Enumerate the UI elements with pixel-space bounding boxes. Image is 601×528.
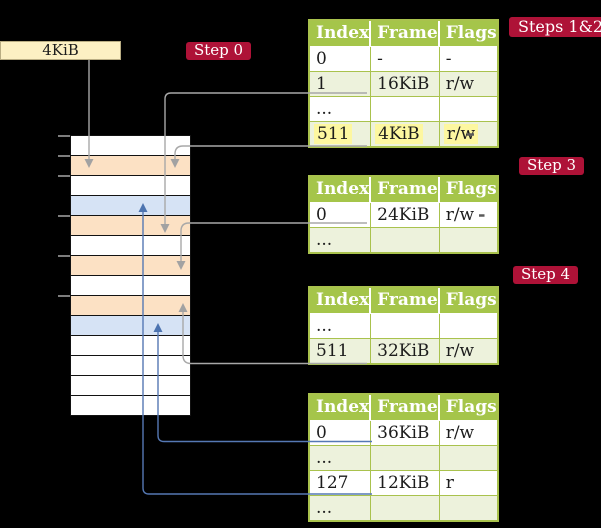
table-row: 0 - -	[310, 47, 497, 71]
page-table-level1: Index Frame Flags 0 36KiB r/w ... 127 12…	[308, 393, 499, 522]
arrow-l4-entry511-to-frame4	[174, 145, 367, 160]
col-header-frame: Frame	[371, 288, 440, 314]
memory-frame-row-white	[71, 396, 190, 415]
cell-frame: 12KiB	[371, 470, 440, 495]
cell-frame	[371, 495, 440, 520]
cell-flags: r/w	[439, 203, 497, 227]
table-row: ...	[310, 96, 497, 121]
steps-1-2-badge: Steps 1&2	[509, 17, 601, 37]
col-header-index: Index	[310, 288, 372, 314]
memory-frame-row-peach	[71, 296, 190, 316]
cell-flags	[439, 96, 497, 121]
col-header-flags: Flags	[439, 395, 497, 421]
cell-frame: 24KiB	[371, 203, 440, 227]
page-table-level2: Index Frame Flags ... 511 32KiB r/w	[308, 286, 499, 365]
cell-flags: r/w	[439, 338, 497, 363]
cell-flags: r	[439, 470, 497, 495]
page-table-level3: Index Frame Flags 0 24KiB r/w ...	[308, 175, 499, 254]
page-table-level4: Index Frame Flags 0 - - 1 16KiB r/w ...	[308, 19, 499, 148]
table-row: 127 12KiB r	[310, 470, 497, 495]
cell-index: 511	[310, 338, 372, 363]
col-header-flags: Flags	[439, 177, 497, 203]
memory-offset-ticks	[58, 135, 70, 297]
cell-frame	[371, 314, 440, 338]
cell-flags: r/w	[439, 421, 497, 445]
col-header-index: Index	[310, 177, 372, 203]
col-header-index: Index	[310, 395, 372, 421]
table-row: ...	[310, 314, 497, 338]
frame-size-label: 4KiB	[42, 41, 79, 59]
cell-flags	[439, 445, 497, 470]
step-0-badge: Step 0	[186, 42, 252, 60]
table-row: 1 16KiB r/w	[310, 71, 497, 96]
cell-frame: 36KiB	[371, 421, 440, 445]
table-header-row: Index Frame Flags	[310, 177, 497, 203]
cell-flags: r/w	[439, 121, 497, 146]
cell-frame	[371, 96, 440, 121]
cell-index: 0	[310, 203, 372, 227]
table-row: 511 32KiB r/w	[310, 338, 497, 363]
cell-frame	[371, 445, 440, 470]
cell-index: ...	[310, 314, 372, 338]
table-row: ...	[310, 495, 497, 520]
memory-frame-row-white	[71, 276, 190, 296]
cell-index: 0	[310, 47, 372, 71]
cell-index: ...	[310, 227, 372, 252]
cell-index: 1	[310, 71, 372, 96]
highlighted-value: 511	[314, 124, 353, 144]
highlighted-value: 4KiB	[375, 124, 423, 144]
col-header-frame: Frame	[371, 177, 440, 203]
frame-size-box: 4KiB	[0, 41, 121, 60]
cell-index: 511	[310, 121, 372, 146]
cell-frame: 32KiB	[371, 338, 440, 363]
table-row: ...	[310, 445, 497, 470]
memory-frame-row-blue	[71, 196, 190, 216]
table-row: ...	[310, 227, 497, 252]
table-header-row: Index Frame Flags	[310, 21, 497, 47]
highlighted-value: r/w	[443, 124, 479, 144]
col-header-frame: Frame	[371, 21, 440, 47]
memory-frame-row-blue	[71, 316, 190, 336]
cell-flags	[439, 314, 497, 338]
cell-frame	[371, 227, 440, 252]
table-header-row: Index Frame Flags	[310, 288, 497, 314]
physical-memory-stack	[70, 135, 191, 416]
col-header-index: Index	[310, 21, 372, 47]
cell-frame: 16KiB	[371, 71, 440, 96]
col-header-flags: Flags	[439, 288, 497, 314]
cell-flags: -	[439, 47, 497, 71]
memory-frame-row-peach	[71, 156, 190, 176]
memory-frame-row-peach	[71, 216, 190, 236]
memory-frame-row-white	[71, 136, 190, 156]
memory-frame-row-white	[71, 336, 190, 356]
memory-frame-row-white	[71, 356, 190, 376]
memory-frame-row-white	[71, 176, 190, 196]
cell-flags	[439, 227, 497, 252]
step-3-badge: Step 3	[519, 157, 585, 175]
cell-flags	[439, 495, 497, 520]
step-4-badge: Step 4	[513, 266, 579, 284]
col-header-frame: Frame	[371, 395, 440, 421]
memory-frame-row-white	[71, 236, 190, 256]
memory-frame-row-peach	[71, 256, 190, 276]
table-row: 0 36KiB r/w	[310, 421, 497, 445]
cell-index: ...	[310, 96, 372, 121]
table-row: 0 24KiB r/w	[310, 203, 497, 227]
table-row-highlighted: 511 4KiB r/w	[310, 121, 497, 146]
cell-frame: 4KiB	[371, 121, 440, 146]
col-header-flags: Flags	[439, 21, 497, 47]
cell-index: 0	[310, 421, 372, 445]
cell-frame: -	[371, 47, 440, 71]
cell-index: ...	[310, 495, 372, 520]
memory-frame-row-white	[71, 376, 190, 396]
cell-index: 127	[310, 470, 372, 495]
cell-flags: r/w	[439, 71, 497, 96]
table-header-row: Index Frame Flags	[310, 395, 497, 421]
cell-index: ...	[310, 445, 372, 470]
